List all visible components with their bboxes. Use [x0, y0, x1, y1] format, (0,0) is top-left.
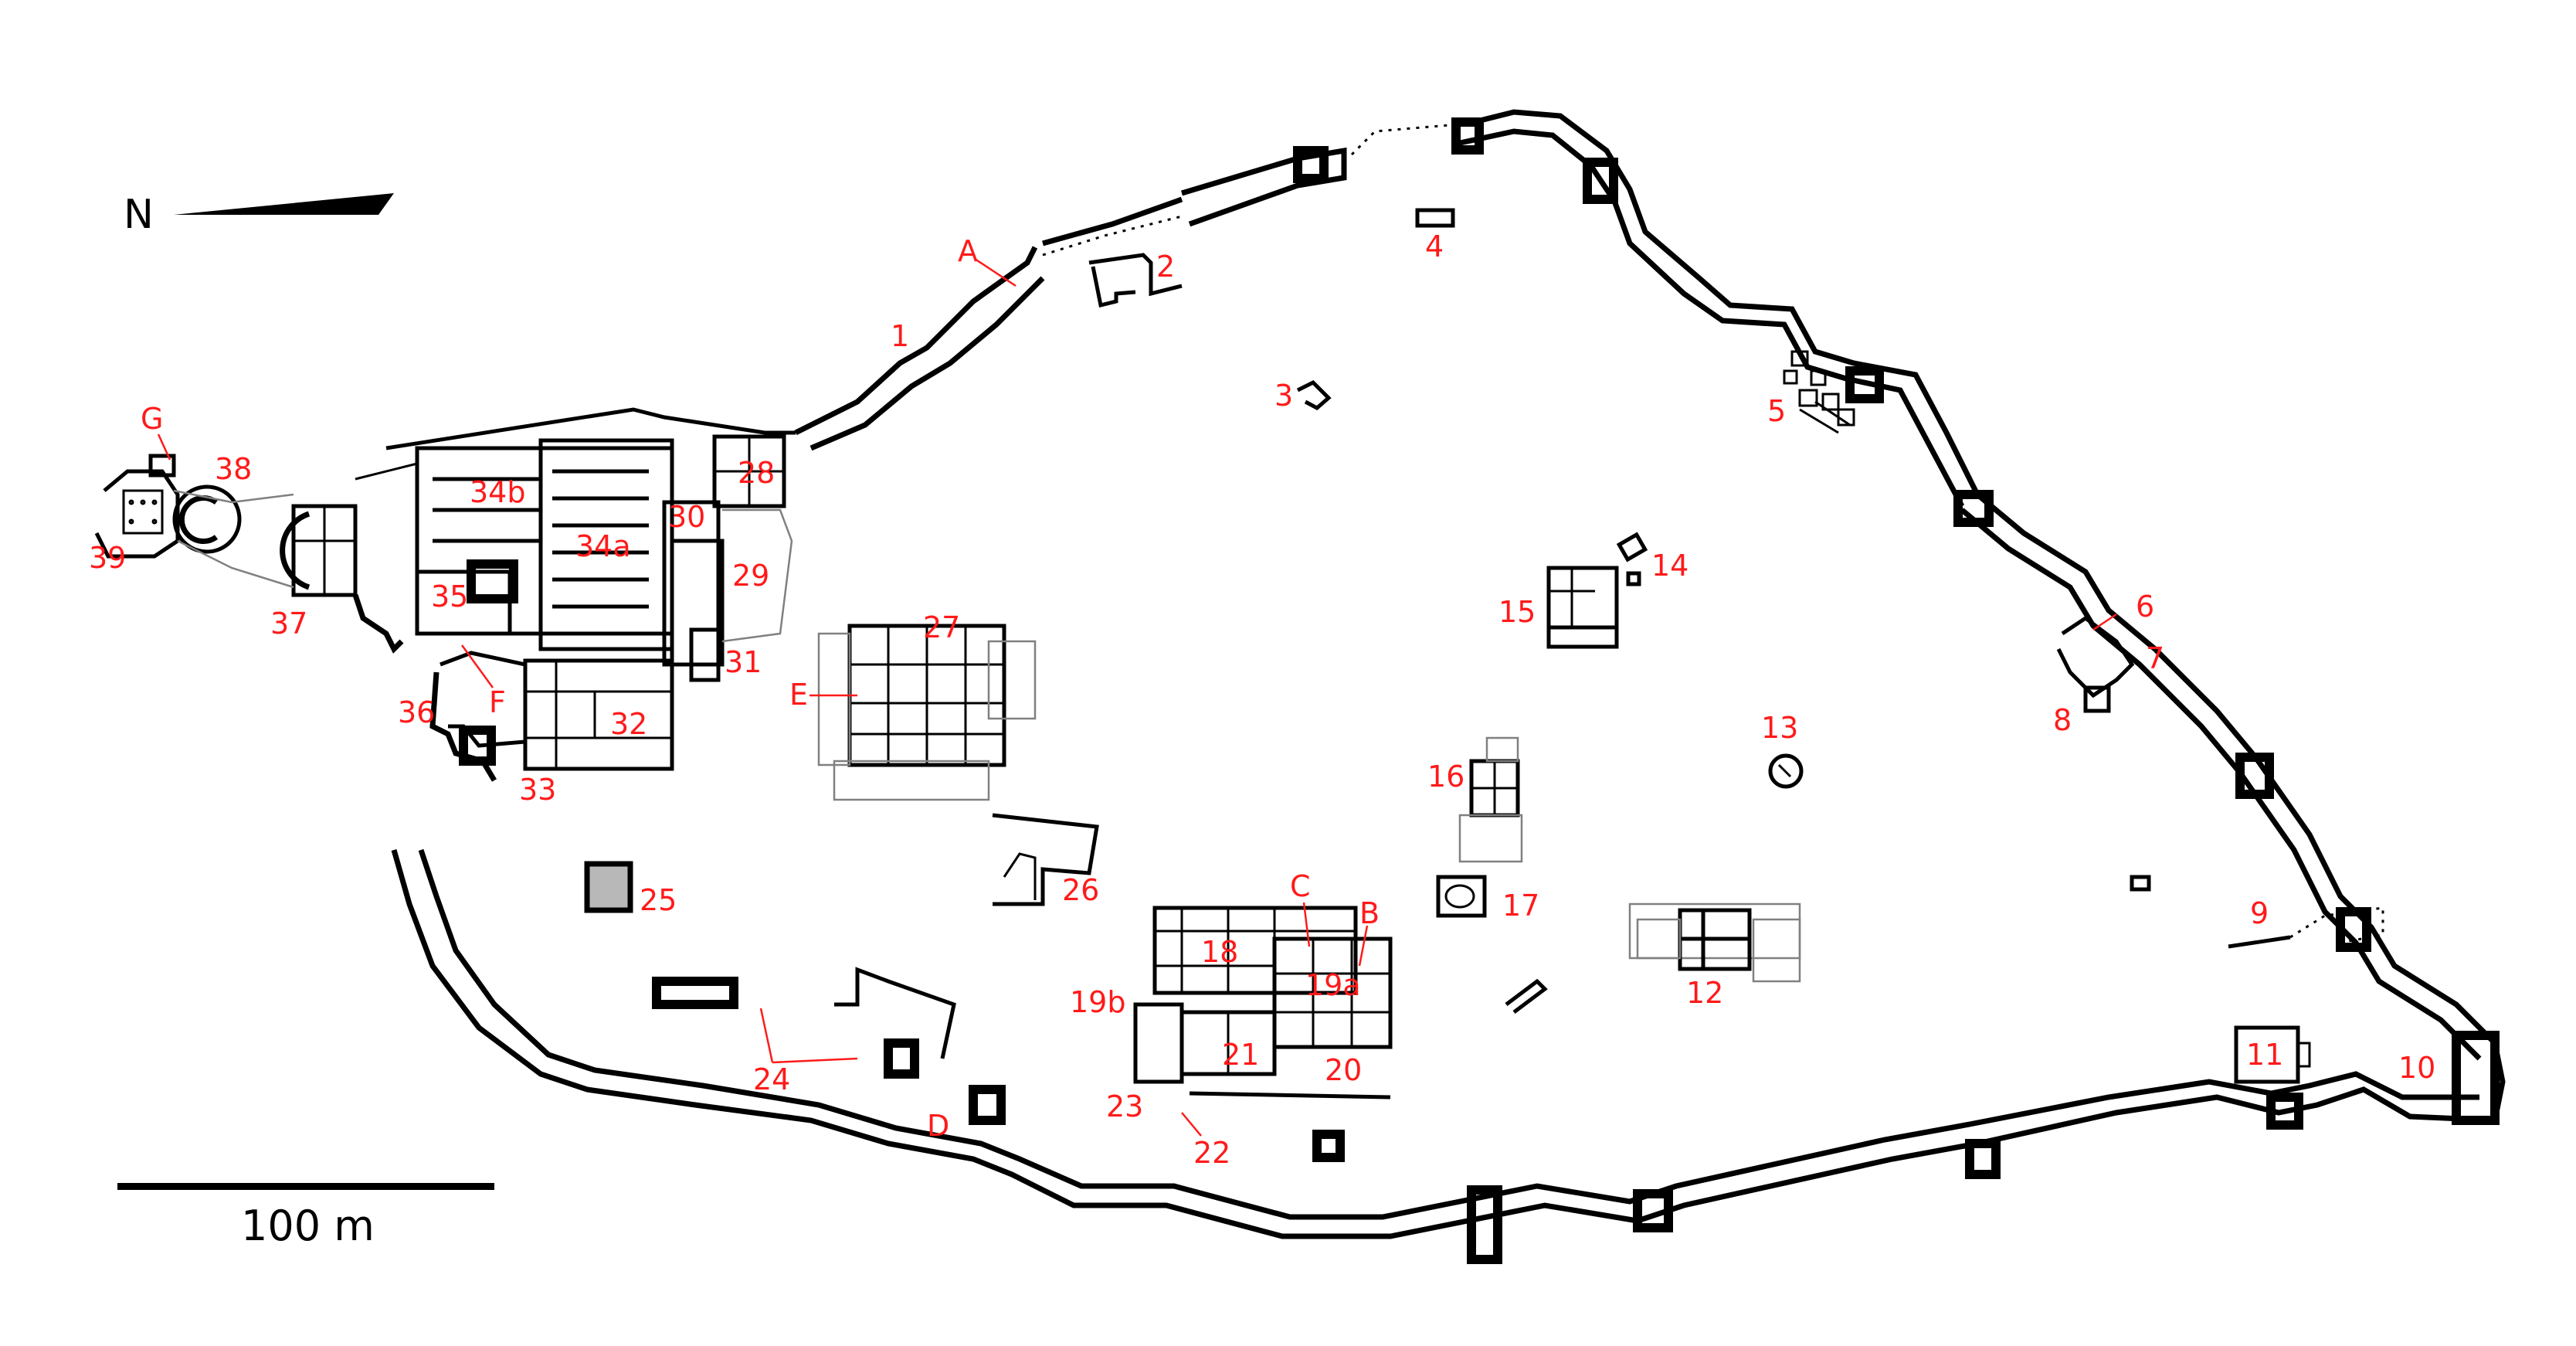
label-10: 10 [2398, 1051, 2435, 1085]
label-7: 7 [2146, 641, 2164, 675]
buildings [817, 208, 2384, 1100]
site-labels: 1 2 3 4 5 6 7 8 9 10 11 12 13 14 15 16 1… [89, 229, 2435, 1170]
label-28: 28 [738, 456, 775, 490]
label-13: 13 [1761, 711, 1798, 745]
label-34a: 34a [575, 529, 631, 563]
label-21: 21 [1222, 1038, 1259, 1072]
label-20: 20 [1325, 1053, 1362, 1087]
label-5: 5 [1767, 394, 1786, 428]
label-12: 12 [1686, 976, 1723, 1010]
label-27: 27 [923, 610, 960, 644]
label-33: 33 [519, 773, 556, 807]
label-23: 23 [1106, 1089, 1143, 1123]
label-15: 15 [1498, 595, 1536, 629]
label-1: 1 [891, 319, 909, 353]
label-19a: 19a [1305, 968, 1361, 1002]
label-G: G [141, 402, 163, 436]
label-30: 30 [668, 500, 705, 534]
scale-bar-label: 100 m [241, 1202, 375, 1250]
label-34b: 34b [470, 475, 525, 509]
label-38: 38 [215, 452, 252, 486]
label-32: 32 [610, 707, 647, 741]
scale-bar-line [117, 1183, 494, 1190]
north-label: N [124, 192, 154, 238]
label-4: 4 [1425, 229, 1444, 263]
label-C: C [1290, 869, 1311, 903]
north-arrow-icon [174, 193, 394, 215]
label-6: 6 [2136, 590, 2154, 624]
label-22: 22 [1193, 1136, 1230, 1170]
label-E: E [789, 678, 808, 712]
label-D: D [927, 1109, 949, 1143]
label-11: 11 [2246, 1038, 2283, 1072]
label-18: 18 [1201, 935, 1238, 969]
label-9: 9 [2250, 896, 2269, 930]
label-leaders [157, 257, 2117, 1137]
label-31: 31 [725, 645, 762, 679]
label-39: 39 [89, 541, 126, 575]
label-26: 26 [1062, 873, 1099, 907]
label-14: 14 [1651, 549, 1688, 583]
label-A: A [958, 234, 978, 268]
label-16: 16 [1427, 760, 1464, 794]
label-8: 8 [2053, 703, 2072, 737]
scale-bar: 100 m [117, 1183, 494, 1250]
label-3: 3 [1274, 379, 1293, 413]
label-37: 37 [270, 607, 307, 641]
label-2: 2 [1156, 250, 1175, 284]
label-F: F [489, 685, 506, 719]
label-35: 35 [431, 580, 468, 614]
label-36: 36 [398, 695, 435, 729]
label-17: 17 [1502, 889, 1539, 923]
label-29: 29 [732, 559, 769, 593]
citadel-complex [94, 407, 796, 913]
city-wall [391, 109, 2506, 1239]
label-25: 25 [640, 883, 677, 917]
label-24: 24 [753, 1062, 790, 1096]
label-19b: 19b [1070, 985, 1125, 1019]
label-B: B [1359, 896, 1380, 930]
north-arrow: N [124, 192, 394, 238]
